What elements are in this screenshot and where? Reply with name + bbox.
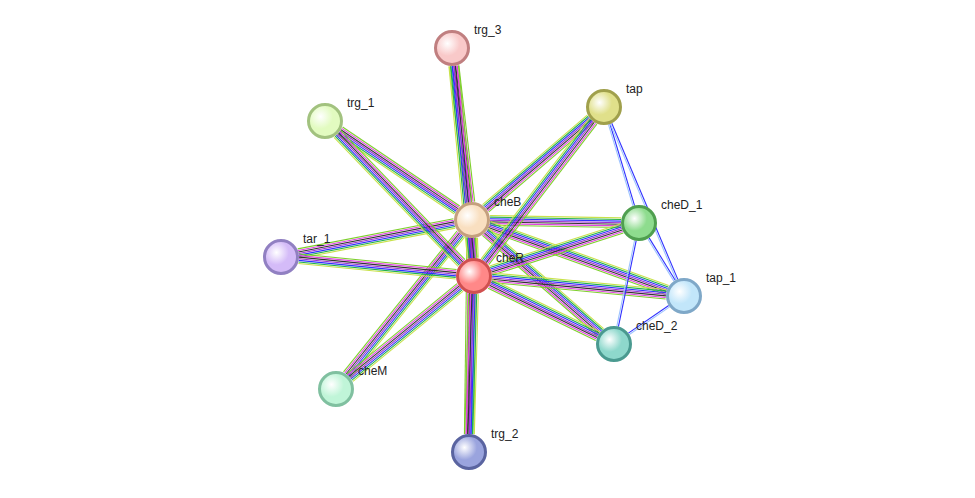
node-label: trg_2: [491, 427, 518, 441]
edge-strand: [340, 132, 464, 261]
protein-node: tap: [586, 89, 622, 125]
edge-strand: [485, 121, 593, 261]
protein-node: cheM: [318, 371, 354, 407]
protein-node: tap_1: [666, 278, 702, 314]
edge-strand: [491, 229, 622, 271]
edge-strand: [489, 287, 597, 339]
node-label: trg_3: [474, 23, 501, 37]
edge-strand: [617, 240, 635, 326]
edge-strand: [299, 256, 456, 271]
protein-node: cheD_1: [621, 205, 657, 241]
interaction-edge: [490, 224, 624, 275]
edge-strand: [299, 254, 456, 269]
edge-strand: [353, 291, 463, 381]
protein-node: trg_2: [451, 434, 487, 470]
edge-strand: [347, 284, 457, 374]
interaction-edge: [298, 254, 456, 279]
edge-strand: [618, 241, 636, 327]
edge-strand: [336, 135, 460, 264]
edge-strand: [492, 281, 600, 333]
edge-strand: [493, 233, 624, 275]
edge-strand: [335, 136, 459, 265]
edge-strand: [481, 118, 589, 258]
edge-strand: [350, 236, 463, 377]
interaction-edge: [481, 118, 597, 264]
node-label: trg_1: [347, 96, 374, 110]
edge-strand: [349, 286, 459, 376]
edge-strand: [299, 260, 456, 275]
edge-strand: [298, 264, 455, 279]
edge-strand: [488, 288, 596, 340]
edge-strand: [492, 280, 600, 332]
edge-strand: [491, 227, 622, 269]
edge-strand: [299, 259, 456, 274]
edge-strand: [334, 137, 458, 266]
edge-strand: [492, 273, 666, 290]
node-label: tar_1: [303, 232, 330, 246]
edge-strand: [492, 276, 666, 293]
edge-strand: [648, 239, 674, 281]
interaction-edge: [648, 238, 675, 281]
edge-strand: [299, 262, 456, 277]
edge-strand: [492, 232, 623, 274]
protein-node: trg_1: [307, 103, 343, 139]
protein-node: trg_3: [434, 30, 470, 66]
edge-strand: [343, 127, 460, 206]
edge-strand: [465, 294, 469, 434]
node-label: cheR: [496, 251, 524, 265]
interaction-edge: [488, 280, 600, 341]
edge-strand: [339, 133, 463, 262]
edge-strand: [490, 225, 621, 267]
edge-strand: [490, 224, 621, 266]
interaction-edge: [337, 127, 460, 214]
node-label: cheD_1: [661, 198, 702, 212]
edge-strand: [492, 230, 623, 272]
node-label: cheB: [494, 195, 521, 209]
edge-strand: [350, 287, 460, 377]
edge-strand: [351, 289, 461, 379]
node-label: tap_1: [706, 271, 736, 285]
protein-node: cheD_2: [596, 326, 632, 362]
node-label: cheM: [358, 364, 387, 378]
interaction-edge: [465, 294, 479, 434]
protein-node: cheB: [454, 202, 490, 238]
edge-strand: [610, 124, 635, 206]
interaction-edge: [608, 124, 634, 206]
edge-strand: [348, 285, 458, 375]
edge-strand: [299, 257, 456, 272]
edge-strand: [490, 284, 598, 336]
edge-strand: [649, 238, 675, 280]
protein-node: tar_1: [263, 239, 299, 275]
interaction-edge: [617, 240, 636, 326]
edge-strand: [492, 275, 666, 292]
edge-strand: [337, 134, 461, 263]
edge-strand: [491, 282, 599, 334]
edge-strand: [341, 131, 465, 260]
protein-node: cheR: [456, 258, 492, 294]
edge-strand: [486, 122, 594, 262]
interaction-edge: [347, 284, 463, 382]
node-label: cheD_2: [636, 319, 677, 333]
edge-strand: [489, 285, 597, 337]
edge-strand: [352, 290, 462, 380]
node-label: tap: [626, 82, 643, 96]
interaction-edge: [334, 131, 465, 267]
